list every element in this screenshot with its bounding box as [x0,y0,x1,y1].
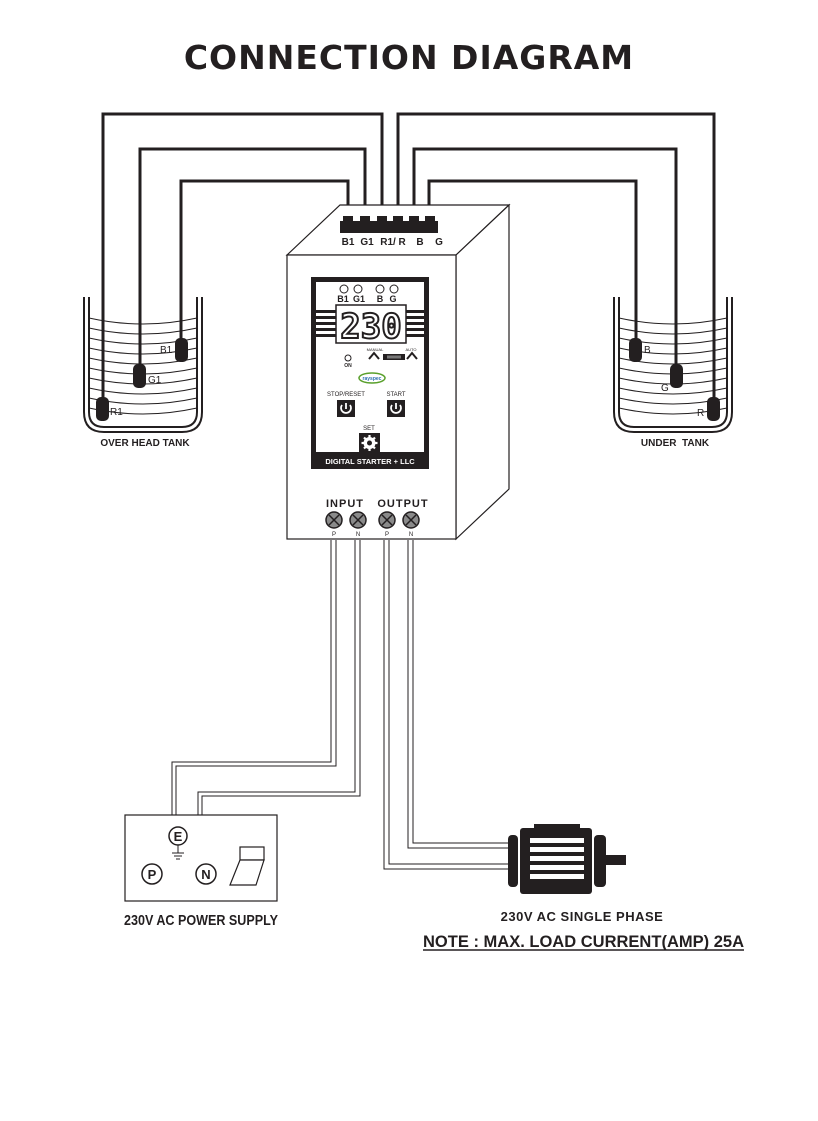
overhead-tank-label: OVER HEAD TANK [100,438,190,449]
on-label: ON [344,363,352,369]
power-led-icon [344,354,352,362]
terminal-p-label: P [385,532,389,538]
led-label: B1 [337,294,349,304]
screw-terminal [378,511,396,529]
output-label: OUTPUT [377,498,428,510]
panel-footer: DIGITAL STARTER + LLC [325,457,415,466]
led-label: G1 [353,294,365,304]
set-button[interactable] [359,433,380,453]
wire-g1 [138,147,367,372]
led-b [375,284,385,294]
set-label: SET [363,426,375,432]
wire-r [396,112,716,405]
start-label: START [386,392,405,398]
probe-b1 [175,338,188,362]
io-terminals: INPUT OUTPUT P N P N [325,498,428,538]
chevron-up-icon [368,351,380,360]
neutral-label: N [201,867,210,882]
input-label: INPUT [326,498,364,510]
wire-g [412,147,678,372]
overhead-tank: B1 G1 R1 OVER HEAD TANK [83,297,203,449]
power-supply: E P N 230V AC POWER SUPPLY [124,814,278,929]
wire-b [427,179,638,345]
box-side [455,203,510,541]
motor-label: 230V AC SINGLE PHASE [501,909,664,924]
terminal-label: B1 [342,237,355,248]
under-tank: B G R UNDER TANK [613,297,733,449]
probe-label: B1 [160,345,173,356]
probe-label: B [644,345,651,356]
brand-text: rayspec [363,376,382,382]
neutral-terminal [195,863,217,885]
top-terminal-block: B1 G1 R1/ R B G [340,216,443,248]
switch-icon [229,846,265,886]
phase-terminal [141,863,163,885]
stop-reset-label: STOP/RESET [327,392,365,398]
led-label: B [377,294,384,304]
start-button[interactable] [387,400,405,417]
probe-label: G1 [148,375,162,386]
power-supply-label: 230V AC POWER SUPPLY [124,912,278,929]
motor-icon [508,824,626,894]
terminal-label: G [435,237,443,248]
terminal-label: G1 [360,237,374,248]
display-window [335,304,407,344]
display-stripes [316,310,424,337]
led-g [389,284,399,294]
led-label: G [389,294,396,304]
phase-label: P [148,867,157,882]
sensor-wires [101,112,716,405]
probe-r1 [96,397,109,421]
power-icon [390,404,402,414]
terminal-label: R1/ R [380,237,406,248]
screw-terminal [402,511,420,529]
under-tank-label: UNDER TANK [641,438,710,449]
screw-terminal [325,511,343,529]
front-panel: B1 G1 B G 230 MANUAL AUTO ON [311,277,429,469]
load-current-note: NOTE : MAX. LOAD CURRENT(AMP) 25A [423,932,744,951]
power-icon [340,404,352,414]
brand-logo [358,372,386,384]
probe-g1 [133,364,146,388]
terminal-n-label: N [356,532,360,538]
probe-b [629,338,642,362]
terminal-p-label: P [332,532,336,538]
probe-label: R1 [110,407,123,418]
probe-g [670,364,683,388]
stop-reset-button[interactable] [337,400,355,417]
mode-label-auto: AUTO [405,347,416,352]
wire-b1 [179,179,350,345]
screw-terminal [349,511,367,529]
terminal-label: B [416,237,423,248]
chevron-up-icon [406,351,418,360]
display-value: 230 [340,307,401,347]
probe-label: R [697,408,704,419]
probe-r [707,397,720,421]
led-g1 [353,284,363,294]
probe-label: G [661,383,669,394]
power-wires [171,540,508,870]
earth-label: E [174,829,183,844]
ground-icon [172,845,184,860]
mode-label-manual: MANUAL [367,347,384,352]
wire-r1 [101,112,384,405]
terminal-n-label: N [409,532,413,538]
led-b1 [339,284,349,294]
diagram-title: CONNECTION DIAGRAM [183,38,635,77]
